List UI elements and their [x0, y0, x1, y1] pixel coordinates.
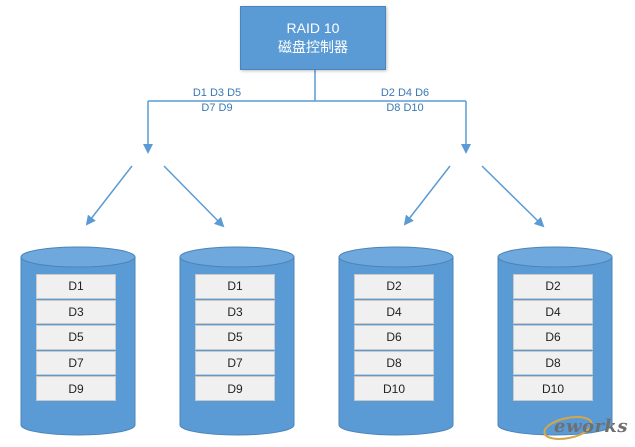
data-block: D7: [36, 350, 116, 376]
data-block: D4: [513, 299, 593, 325]
data-block: D6: [354, 325, 434, 350]
left-stripe-label-line1: D1 D3 D5: [192, 87, 242, 99]
data-block: D6: [513, 325, 593, 350]
data-block: D7: [195, 350, 275, 376]
data-block: D4: [354, 299, 434, 325]
eworks-swoosh-icon: [543, 416, 593, 440]
left-stripe-label-line2: D7 D9: [201, 102, 233, 114]
data-block: D2: [354, 274, 434, 299]
arrow-to-disk-1: [85, 165, 133, 226]
data-block: D1: [36, 274, 116, 299]
controller-title: RAID 10: [286, 20, 340, 36]
arrow-to-disk-3: [403, 165, 451, 226]
data-block: D3: [36, 299, 116, 325]
controller-subtitle: 磁盘控制器: [278, 39, 348, 55]
data-block: D9: [195, 376, 275, 401]
data-block: D10: [354, 376, 434, 401]
right-stripe-label-line2: D8 D10: [386, 102, 424, 114]
left-stripe-label: D1 D3 D5 D7 D9: [186, 86, 248, 116]
data-block: D5: [36, 325, 116, 350]
data-block: D3: [195, 299, 275, 325]
arrow-to-disk-2: [163, 165, 225, 228]
watermark-text: eworks: [554, 416, 629, 437]
right-stripe-label-line1: D2 D4 D6: [380, 87, 430, 99]
data-block: D5: [195, 325, 275, 350]
data-block: D8: [354, 350, 434, 376]
data-block: D2: [513, 274, 593, 299]
data-block: D9: [36, 376, 116, 401]
eworks-logo: eworks: [540, 410, 632, 442]
right-stripe-label: D2 D4 D6 D8 D10: [372, 86, 438, 116]
arrow-to-disk-4: [481, 165, 545, 228]
data-block: D10: [513, 376, 593, 401]
data-block: D8: [513, 350, 593, 376]
data-block: D1: [195, 274, 275, 299]
raid-controller-box: RAID 10 磁盘控制器: [240, 6, 386, 70]
